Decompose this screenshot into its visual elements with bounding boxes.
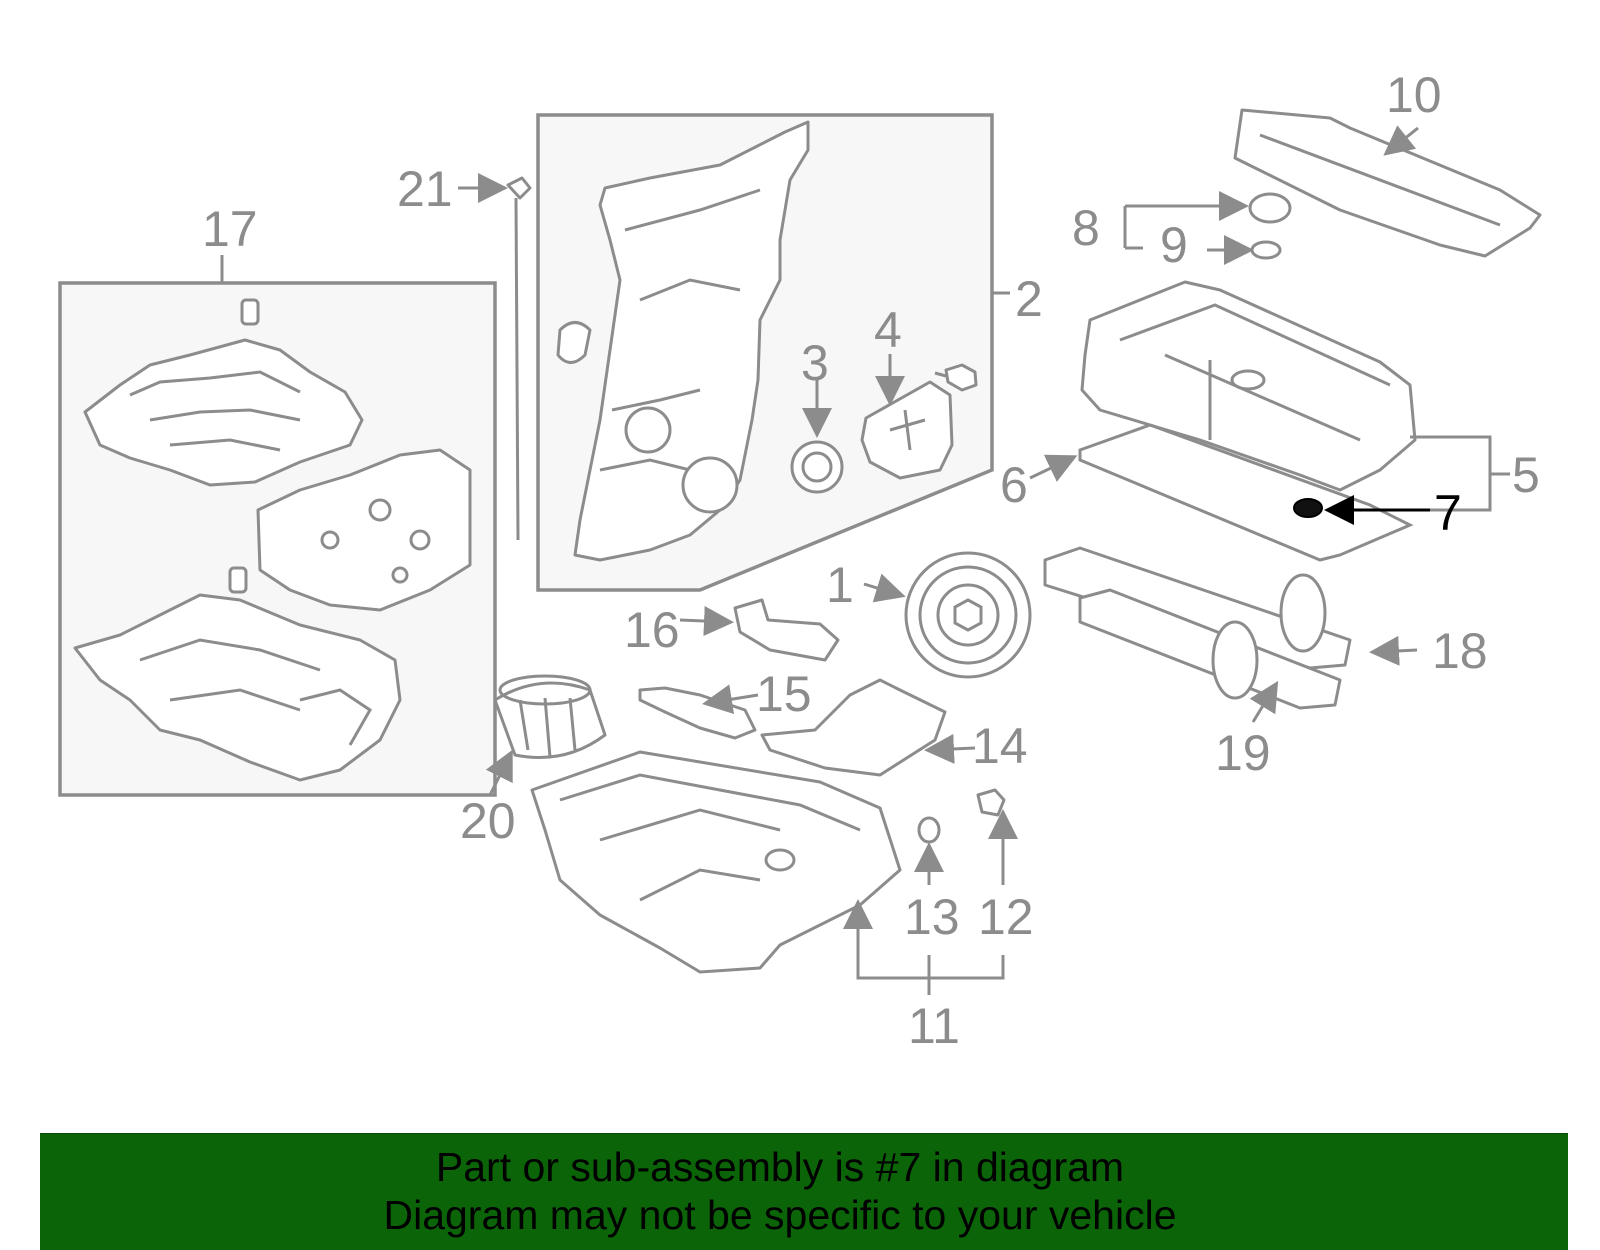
callout-12: 12 — [978, 889, 1034, 945]
highlighted-seal-7 — [1293, 498, 1323, 518]
oil-seal — [790, 440, 844, 494]
callout-14: 14 — [972, 718, 1028, 774]
cylinder-head-cover — [1080, 280, 1417, 492]
seal-opening — [681, 456, 739, 514]
head-cover-gasket — [1078, 423, 1414, 562]
cam-sprocket-1 — [1279, 573, 1327, 653]
callout-13: 13 — [904, 889, 960, 945]
callout-8: 8 — [1072, 200, 1100, 256]
callout-6: 6 — [1000, 457, 1028, 513]
callout-7: 7 — [1434, 485, 1462, 541]
callout-17: 17 — [202, 201, 258, 257]
drain-bolt — [976, 788, 1006, 817]
pan-gasket-15 — [638, 686, 757, 740]
callout-20: 20 — [460, 793, 516, 849]
drain-washer — [917, 816, 941, 844]
callout-3: 3 — [801, 335, 829, 391]
cam-sprocket-2 — [1211, 620, 1259, 700]
filler-cap-gasket — [1250, 240, 1282, 260]
bracket — [733, 598, 840, 662]
dowel-pin-2 — [228, 566, 248, 594]
bolt — [944, 363, 978, 392]
balancer-middle-housing — [256, 448, 472, 612]
camshaft-exhaust — [1078, 588, 1342, 710]
callout-19: 19 — [1215, 725, 1271, 781]
callout-15: 15 — [756, 666, 812, 722]
callout-5: 5 — [1512, 447, 1540, 503]
callout-11: 11 — [908, 998, 960, 1054]
callout-10: 10 — [1386, 67, 1442, 123]
camshaft-intake — [1043, 546, 1352, 670]
balancer-lower-housing — [73, 593, 402, 782]
banner-part-note: Part or sub-assembly is #7 in diagram — [435, 1144, 1125, 1190]
banner-disclaimer: Diagram may not be specific to your vehi… — [383, 1192, 1177, 1238]
oil-pan — [530, 750, 902, 974]
callout-9: 9 — [1160, 217, 1188, 273]
callout-16: 16 — [624, 602, 680, 658]
dowel-pin — [240, 298, 260, 326]
callout-21: 21 — [397, 161, 453, 217]
crankshaft-pulley — [904, 551, 1032, 679]
callout-2: 2 — [1015, 271, 1043, 327]
dipstick — [506, 176, 532, 200]
callout-4: 4 — [874, 302, 902, 358]
case-gasket — [556, 321, 592, 364]
callout-1: 1 — [826, 557, 854, 613]
oil-filler-cap — [1248, 192, 1292, 224]
callout-18: 18 — [1432, 623, 1488, 679]
oil-baffle — [760, 678, 947, 777]
info-banner: Part or sub-assembly is #7 in diagram Di… — [40, 1133, 1568, 1250]
